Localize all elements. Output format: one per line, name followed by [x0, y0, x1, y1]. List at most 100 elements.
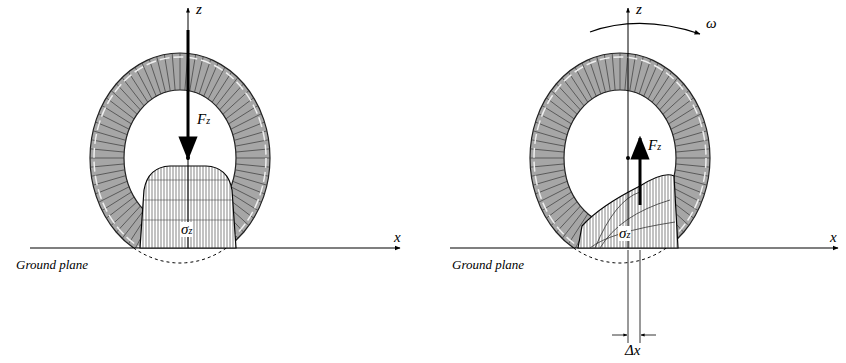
dimension-label: Δx — [624, 343, 641, 358]
tread-line — [235, 170, 268, 176]
hatch-line — [218, 160, 219, 248]
tread-line — [236, 164, 270, 167]
tread-line — [98, 187, 129, 203]
dimension-arrow — [612, 335, 627, 336]
hatch-line — [593, 170, 594, 248]
axis-label: z — [636, 2, 642, 17]
dimension-arrow — [641, 335, 656, 336]
deformed-part — [134, 248, 227, 263]
tread-line — [568, 72, 588, 102]
hatch-line — [155, 160, 156, 248]
tread-line — [668, 106, 697, 125]
hatch-line — [584, 170, 585, 248]
force-label: Fz — [648, 138, 661, 153]
hatch-line — [140, 160, 141, 248]
z-axis — [188, 8, 189, 248]
axis-label: x — [830, 230, 837, 245]
tread-line — [597, 57, 606, 93]
tire-ring-shape — [90, 53, 270, 248]
tread-line — [194, 57, 203, 93]
tread-line — [106, 98, 134, 119]
tire-bodies — [90, 53, 710, 263]
hatch-line — [650, 170, 651, 248]
tread-line — [538, 187, 569, 203]
hatch-line — [221, 160, 222, 248]
hatch-line — [581, 170, 582, 248]
tread-line — [231, 187, 262, 203]
rotation-arrow — [590, 23, 700, 34]
deformed-part — [574, 248, 667, 263]
tread-line — [98, 114, 129, 130]
tread-line — [231, 114, 262, 130]
hatch-line — [659, 170, 660, 248]
tread-line — [236, 149, 270, 152]
tread-edge — [94, 57, 266, 248]
tread-line — [226, 98, 254, 119]
hatch-line — [635, 170, 636, 248]
hatch-line — [233, 160, 234, 248]
ground-label: Ground plane — [16, 258, 88, 271]
dimension-line — [640, 250, 641, 346]
hatch-line — [611, 170, 612, 248]
tread-line — [531, 140, 564, 146]
tread-line — [204, 63, 218, 97]
hatch-line — [590, 170, 591, 248]
tread-line — [531, 170, 564, 176]
tread-line — [675, 140, 708, 146]
tread-line — [648, 67, 665, 99]
hatch-line — [665, 170, 666, 248]
tread-line — [542, 106, 571, 125]
tread-line — [630, 55, 636, 91]
tread-line — [671, 114, 702, 130]
tread-line — [639, 59, 651, 94]
tread-line — [236, 158, 270, 159]
undeformed-outline — [574, 248, 667, 263]
tread-line — [674, 131, 707, 141]
force-arrow — [639, 138, 642, 205]
tread-line — [106, 197, 134, 218]
dimension-line — [628, 250, 629, 346]
tire-ring — [530, 53, 710, 248]
tread-line — [676, 158, 710, 159]
tire — [530, 53, 710, 263]
tread-line — [675, 170, 708, 176]
tread-line — [673, 181, 705, 194]
tread-line — [575, 67, 592, 99]
hatch-line — [671, 170, 672, 248]
tread-line — [190, 55, 196, 91]
hatch-line — [236, 160, 237, 248]
tread-line — [582, 63, 596, 97]
axis-label: z — [196, 2, 202, 17]
hatch-line — [224, 160, 225, 248]
tread-line — [91, 140, 124, 146]
hatch-line — [143, 160, 144, 248]
tread-line — [530, 158, 564, 159]
tire-ring-shape — [530, 53, 710, 248]
hatch-line — [653, 170, 654, 248]
hatch-line — [596, 170, 597, 248]
tread-line — [676, 164, 710, 167]
tread-line — [91, 170, 124, 176]
tread-line — [546, 98, 574, 119]
wheel-center — [186, 156, 190, 160]
tire-ring — [90, 53, 270, 248]
tread-line — [634, 57, 643, 93]
contour-line — [600, 200, 670, 248]
wheel-center — [626, 156, 630, 160]
tread-line — [164, 55, 170, 91]
tread-line — [95, 122, 127, 135]
tread-line — [542, 192, 571, 211]
tread-line — [551, 202, 577, 226]
tread-line — [157, 57, 166, 93]
stress-label: σz — [618, 226, 631, 241]
tread-edge — [534, 57, 706, 248]
hatch-line — [203, 160, 204, 248]
tread-line — [625, 53, 628, 90]
tread-line — [530, 164, 564, 167]
tread-line — [93, 176, 126, 186]
tread-line — [199, 59, 211, 94]
hatch-line — [674, 170, 675, 248]
undeformed-outline — [134, 248, 227, 263]
hatch-line — [227, 160, 228, 248]
